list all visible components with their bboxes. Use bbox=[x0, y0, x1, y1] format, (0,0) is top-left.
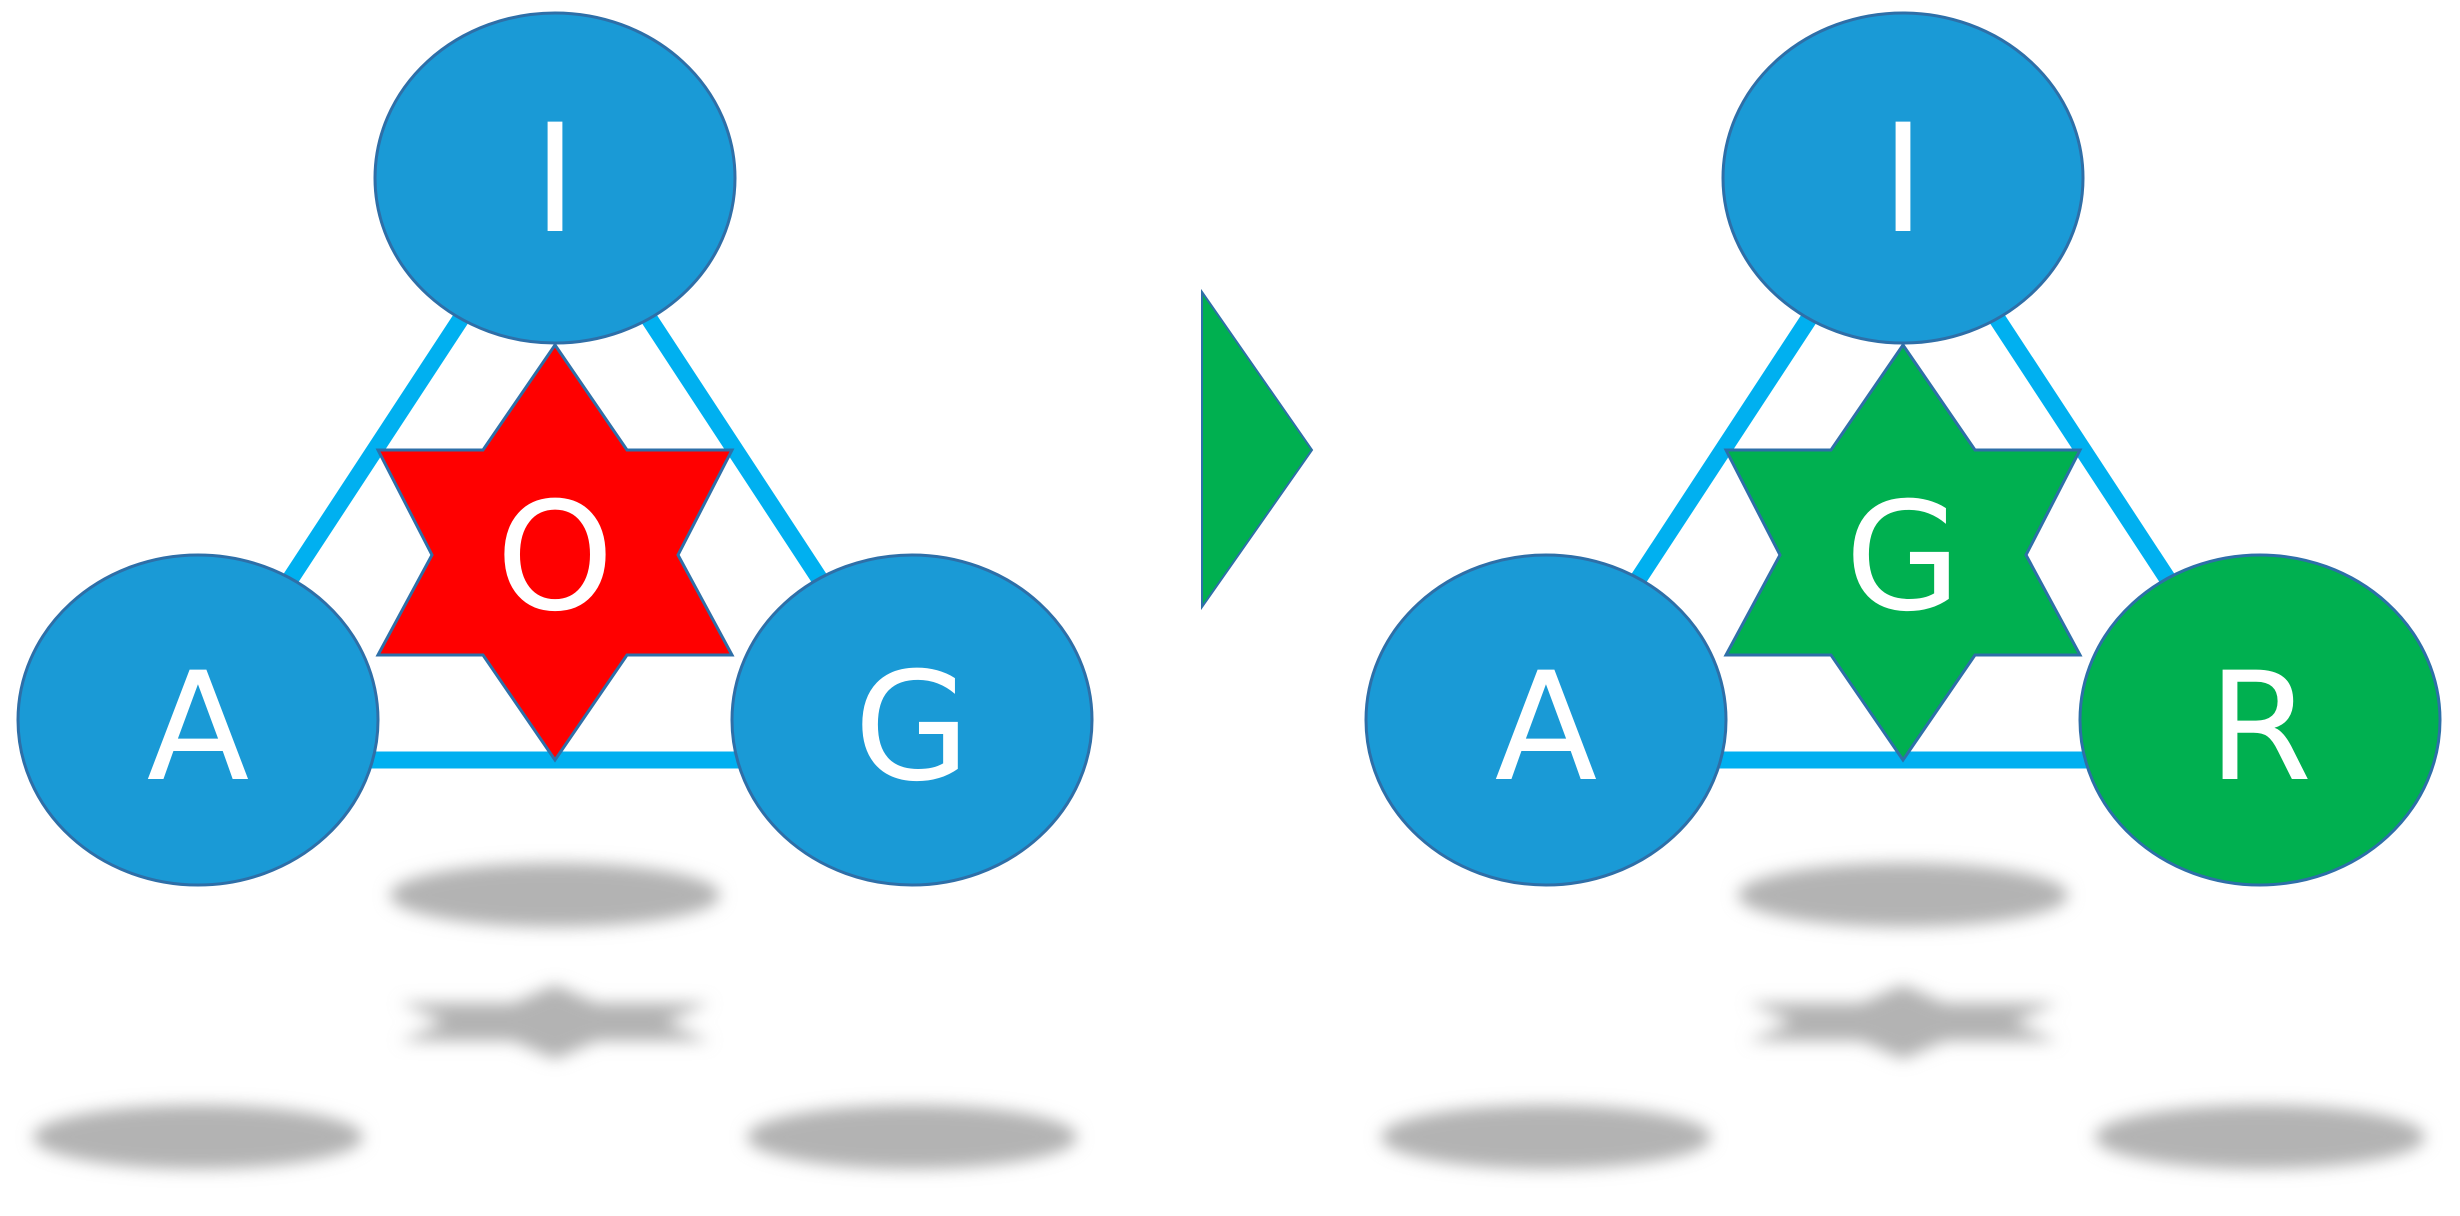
star-node: G bbox=[1723, 342, 2083, 763]
node-left-circle bbox=[1364, 553, 1728, 887]
node-right: R bbox=[2078, 553, 2442, 887]
star-label: O bbox=[496, 471, 614, 645]
shadow-top-node bbox=[1738, 863, 2068, 927]
shadow-right-node bbox=[747, 1105, 1077, 1169]
node-right: G bbox=[730, 553, 1094, 887]
node-top: I bbox=[1721, 11, 2085, 345]
node-top-circle bbox=[373, 11, 737, 345]
node-top-label: I bbox=[1881, 93, 1925, 267]
node-right-label: R bbox=[2208, 641, 2312, 815]
diagram-after: G I A R bbox=[1364, 11, 2442, 1169]
node-left-label: A bbox=[147, 641, 250, 815]
shadow-star bbox=[400, 985, 710, 1059]
node-left-label: A bbox=[1495, 641, 1598, 815]
node-right-circle bbox=[730, 553, 1094, 887]
star-icon bbox=[375, 342, 735, 763]
shadow-top-node bbox=[390, 863, 720, 927]
star-node: O bbox=[375, 342, 735, 763]
star-icon bbox=[1723, 342, 2083, 763]
shadow-right-node bbox=[2095, 1105, 2425, 1169]
node-top-circle bbox=[1721, 11, 2085, 345]
node-right-label: G bbox=[854, 641, 970, 815]
shadow-left-node bbox=[1381, 1105, 1711, 1169]
shadows bbox=[33, 863, 1077, 1169]
transition-arrow-icon bbox=[1201, 288, 1314, 611]
diagram-before: O I A G bbox=[16, 11, 1094, 1169]
shadows bbox=[1381, 863, 2425, 1169]
node-right-circle bbox=[2078, 553, 2442, 887]
node-left: A bbox=[16, 553, 380, 887]
node-top-label: I bbox=[533, 93, 577, 267]
shadow-left-node bbox=[33, 1105, 363, 1169]
node-left-circle bbox=[16, 553, 380, 887]
node-left: A bbox=[1364, 553, 1728, 887]
shadow-star bbox=[1748, 985, 2058, 1059]
node-top: I bbox=[373, 11, 737, 345]
star-label: G bbox=[1845, 471, 1961, 645]
